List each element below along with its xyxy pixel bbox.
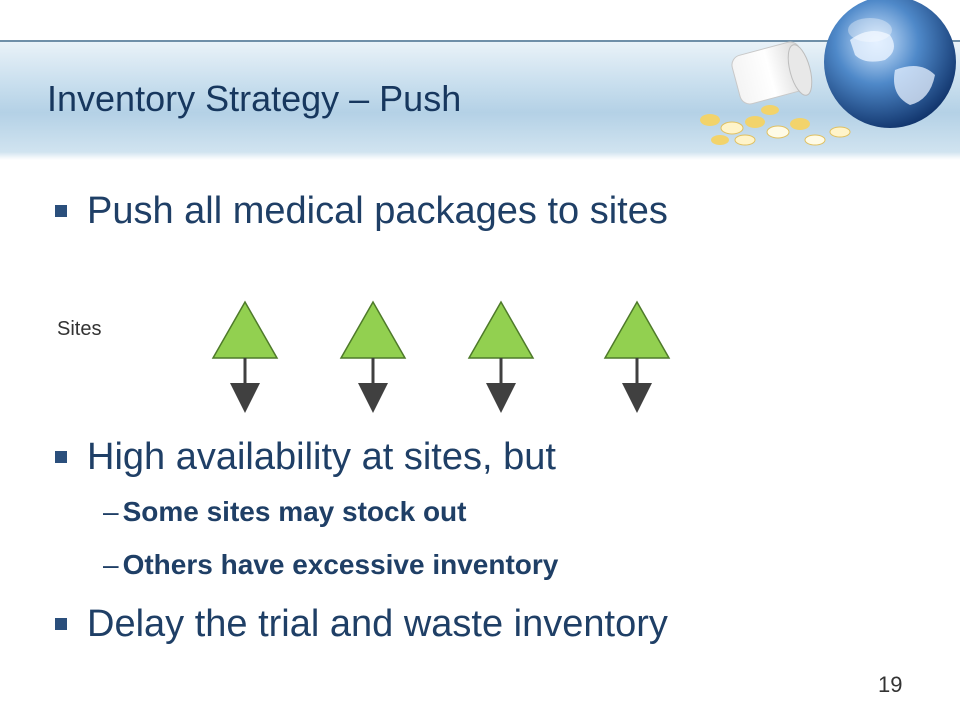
globe-and-pills-decoration — [700, 0, 956, 146]
site-triangle — [467, 300, 535, 359]
dash-marker: – — [103, 496, 119, 527]
sites-label: Sites — [57, 318, 102, 340]
pills-icon — [700, 105, 851, 146]
bullet-item: High availability at sites, but — [55, 436, 556, 479]
square-bullet-icon — [55, 205, 67, 217]
square-bullet-icon — [55, 618, 67, 630]
dash-marker: – — [103, 549, 119, 580]
square-bullet-icon — [55, 451, 67, 463]
bullet-text: Push all medical packages to sites — [87, 190, 668, 232]
bullet-text: Delay the trial and waste inventory — [87, 603, 668, 645]
pill-bottle-icon — [731, 41, 813, 105]
site-triangle — [211, 300, 279, 359]
sites-diagram — [211, 300, 671, 413]
sub-bullet-item: – Some sites may stock out — [103, 496, 466, 528]
bullet-item: Delay the trial and waste inventory — [55, 603, 668, 646]
site-triangle — [339, 300, 407, 359]
sub-bullet-text: Others have excessive inventory — [122, 549, 559, 580]
slide-title: Inventory Strategy – Push — [47, 78, 462, 119]
page-number: 19 — [878, 672, 903, 697]
sub-bullet-text: Some sites may stock out — [122, 496, 467, 527]
bullet-item: Push all medical packages to sites — [55, 190, 668, 233]
globe-icon — [824, 0, 956, 128]
sub-bullet-item: – Others have excessive inventory — [103, 549, 558, 581]
site-triangle — [603, 300, 671, 359]
bullet-text: High availability at sites, but — [87, 436, 556, 478]
